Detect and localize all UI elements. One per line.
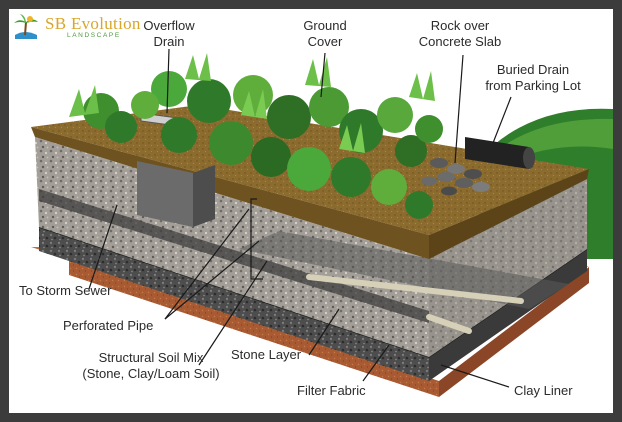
logo: SB Evolution LANDSCAPE: [11, 13, 151, 43]
soil-edge-front: [31, 127, 429, 259]
label-buried-drain: Buried Drain from Parking Lot: [485, 62, 581, 93]
palm-tree-icon: [14, 14, 38, 39]
perforated-pipe: [306, 274, 524, 304]
stone-layer-front: [39, 227, 429, 381]
label-overflow-drain: Overflow Drain: [143, 18, 195, 49]
ground-cover-plants: [69, 53, 443, 219]
clay-liner-side: [439, 267, 589, 397]
label-stone-layer: Stone Layer: [231, 347, 302, 362]
label-perforated-pipe: Perforated Pipe: [63, 318, 154, 333]
label-structural-soil: Structural Soil Mix (Stone, Clay/Loam So…: [82, 350, 220, 381]
structural-soil-front: [35, 137, 429, 357]
soil-edge-side: [429, 169, 589, 259]
leader-lines: [88, 48, 512, 388]
illustration-frame: SB Evolution LANDSCAPE Overflow Drain Gr…: [9, 9, 613, 413]
rock-cluster: [421, 158, 490, 196]
clay-liner-front: [69, 259, 439, 397]
logo-name: SB Evolution: [45, 14, 141, 33]
label-clay-liner: Clay Liner: [514, 383, 573, 398]
perforated-pipe-2: [426, 314, 472, 334]
label-ground-cover: Ground Cover: [303, 18, 347, 49]
label-to-storm-sewer: To Storm Sewer: [19, 283, 112, 298]
green-roof-cross-section: [31, 48, 613, 397]
overflow-drain-box: [137, 161, 193, 227]
label-rock-over-slab: Rock over Concrete Slab: [418, 18, 502, 49]
logo-tagline: LANDSCAPE: [67, 32, 121, 39]
buried-drain-pipe: [465, 137, 529, 169]
label-filter-fabric: Filter Fabric: [297, 383, 366, 398]
